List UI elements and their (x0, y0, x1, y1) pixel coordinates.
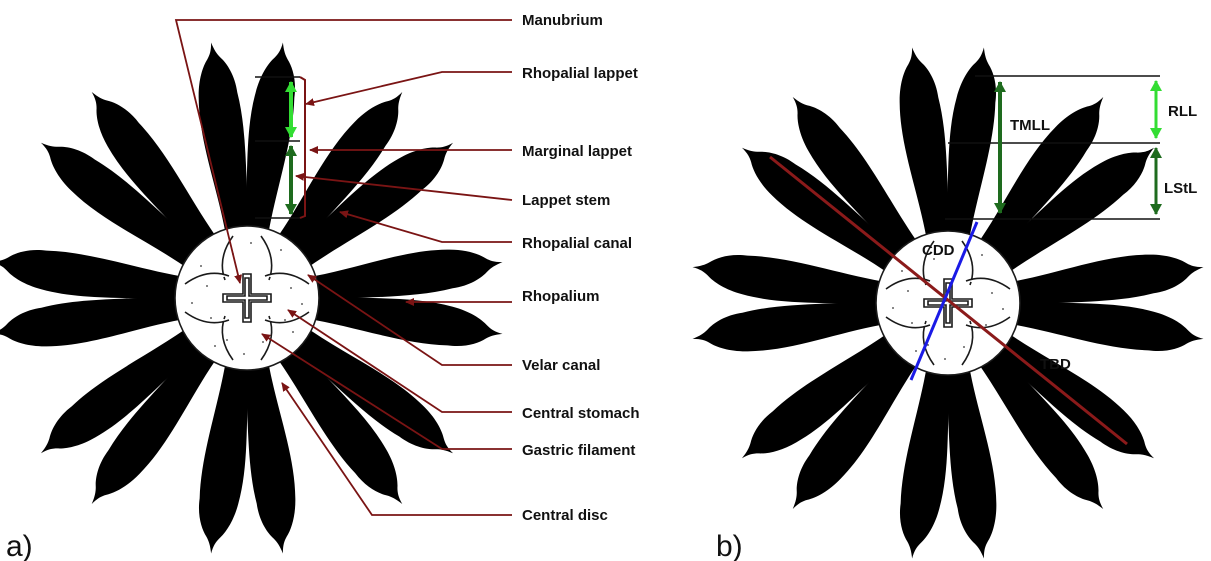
panel-b: TMLL RLL LStL CDD TBD b) (690, 45, 1207, 561)
label-lappet-stem: Lappet stem (522, 192, 610, 209)
label-rll: RLL (1168, 103, 1197, 120)
panel-label-b: b) (716, 530, 743, 561)
label-rhopalium: Rhopalium (522, 288, 600, 305)
label-tbd: TBD (1040, 356, 1071, 373)
anatomy-labels: Manubrium Rhopalial lappet Marginal lapp… (522, 12, 640, 524)
label-gastric-filament: Gastric filament (522, 442, 635, 459)
label-manubrium: Manubrium (522, 12, 603, 29)
label-lstl: LStL (1164, 180, 1197, 197)
panel-label-a: a) (6, 530, 33, 561)
label-marginal-lappet: Marginal lappet (522, 143, 632, 160)
panel-a: Manubrium Rhopalial lappet Marginal lapp… (0, 12, 640, 561)
medusa-drawing-b (690, 45, 1207, 561)
label-cdd: CDD (922, 242, 955, 259)
label-rhopalial-lappet: Rhopalial lappet (522, 65, 638, 82)
label-tmll: TMLL (1010, 117, 1050, 134)
label-central-stomach: Central stomach (522, 405, 640, 422)
label-velar-canal: Velar canal (522, 357, 600, 374)
label-central-disc: Central disc (522, 507, 608, 524)
label-rhopalial-canal: Rhopalial canal (522, 235, 632, 252)
medusa-drawing-a (0, 40, 505, 557)
